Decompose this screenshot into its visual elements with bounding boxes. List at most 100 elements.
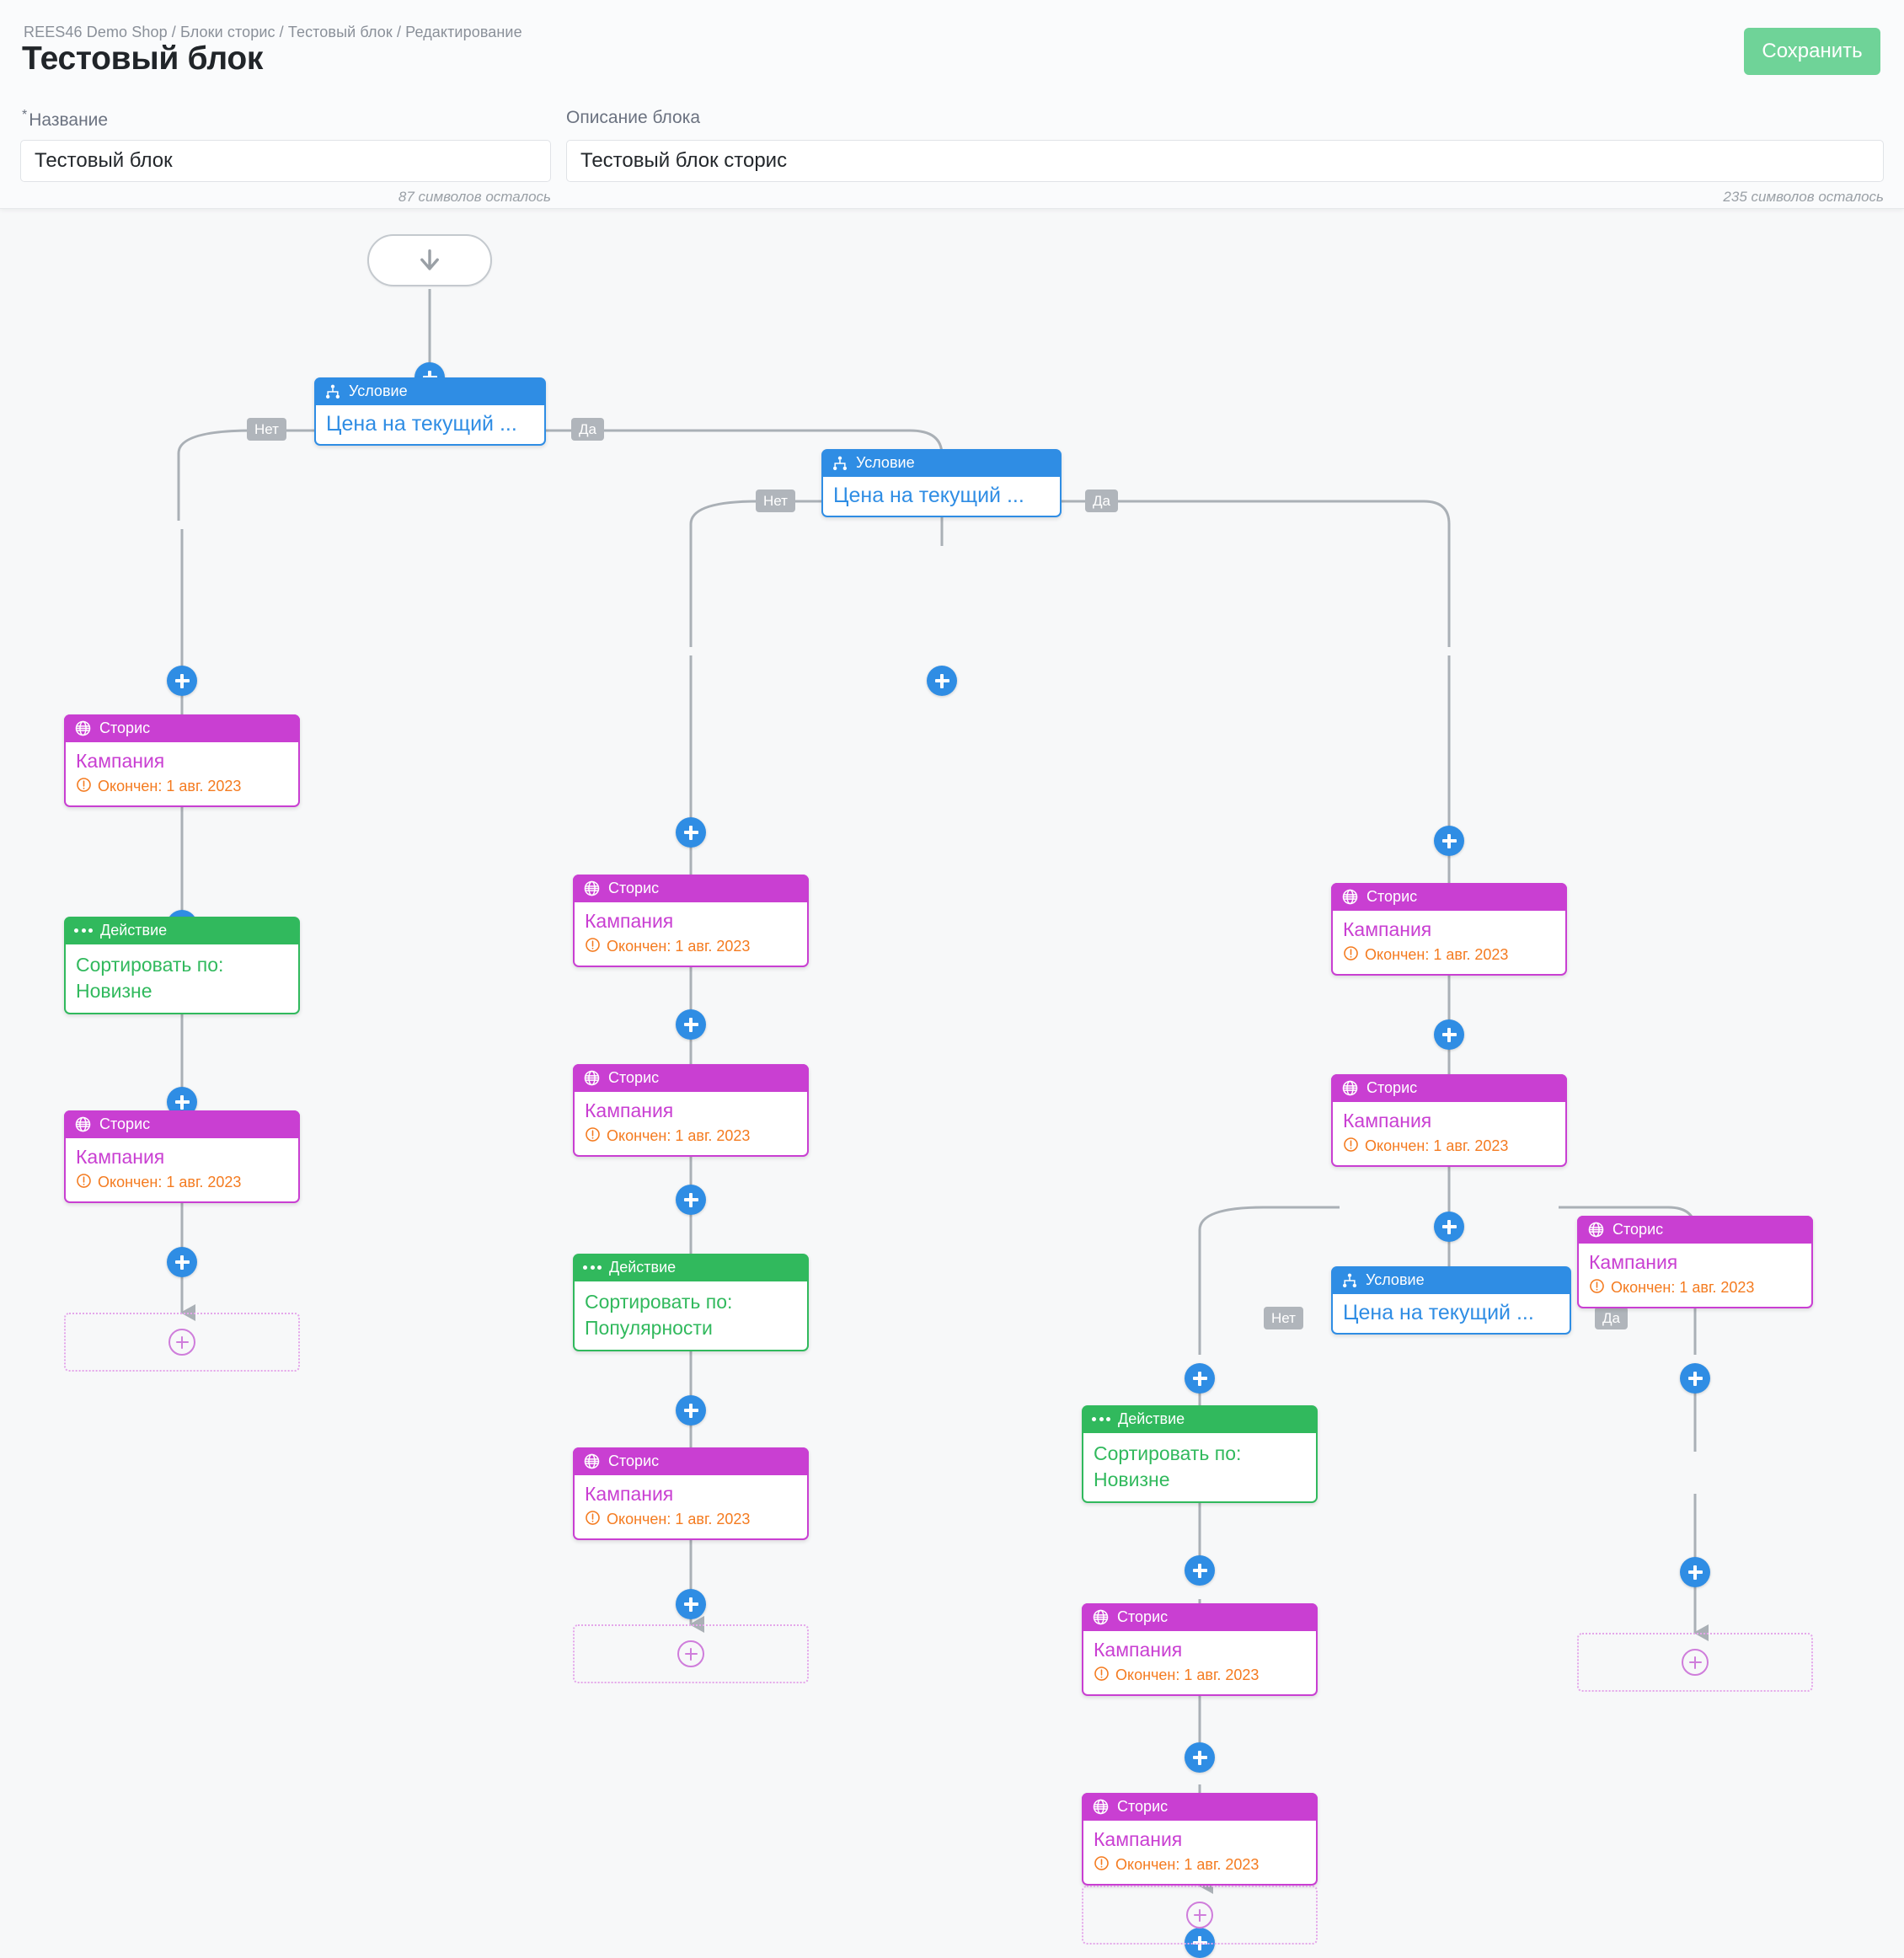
action-node-header-label: Действие — [100, 922, 168, 939]
alert-circle-icon — [585, 1510, 601, 1531]
action-node-left-1[interactable]: Действие Сортировать по: Новизне — [64, 917, 300, 1015]
action-node-mid-1[interactable]: Действие Сортировать по: Популярности — [573, 1254, 809, 1352]
condition-node-header-label: Условие — [856, 454, 915, 471]
arrow-down-icon — [415, 246, 444, 275]
globe-icon — [1092, 1608, 1110, 1626]
action-node-header: Действие — [64, 917, 300, 944]
add-node-button-rb-2[interactable] — [1185, 1555, 1215, 1586]
add-node-button-mid-3[interactable] — [676, 1185, 706, 1215]
condition-node-header-label: Условие — [349, 383, 408, 399]
globe-icon — [74, 1115, 92, 1133]
description-field-label: Описание блока — [566, 108, 701, 127]
story-node-body: Кампания Окончен: 1 авг. 2023 — [1333, 911, 1565, 975]
action-node-right-1[interactable]: Действие Сортировать по: Новизне — [1082, 1405, 1318, 1504]
story-node-body: Кампания Окончен: 1 авг. 2023 — [575, 1092, 807, 1156]
story-node-status: Окончен: 1 авг. 2023 — [1094, 1855, 1306, 1876]
description-input[interactable] — [566, 140, 1884, 182]
add-node-placeholder-mid[interactable] — [573, 1624, 809, 1683]
alert-circle-icon — [1343, 945, 1359, 966]
story-node-status-text: Окончен: 1 авг. 2023 — [98, 778, 242, 795]
story-node-header-label: Сторис — [608, 880, 660, 896]
add-node-button-right-3[interactable] — [1434, 1212, 1464, 1242]
story-node-mid-2[interactable]: Сторис Кампания Окончен: 1 авг. 2023 — [573, 1064, 809, 1158]
story-node-body: Кампания Окончен: 1 авг. 2023 — [1083, 1821, 1316, 1885]
save-button[interactable]: Сохранить — [1744, 28, 1880, 75]
add-node-button-rb-3[interactable] — [1185, 1742, 1215, 1773]
page-title: Тестовый блок — [22, 40, 264, 77]
condition-node-text: Цена на текущий ... — [833, 484, 1024, 507]
story-node-status-text: Окончен: 1 авг. 2023 — [98, 1174, 242, 1191]
add-node-button-mid-1[interactable] — [676, 817, 706, 848]
branch-label-yes-2: Да — [1085, 490, 1118, 512]
story-node-body: Кампания Окончен: 1 авг. 2023 — [1083, 1631, 1316, 1695]
story-node-status: Окончен: 1 авг. 2023 — [585, 1126, 797, 1148]
add-node-button-right-1[interactable] — [1434, 826, 1464, 856]
add-node-placeholder-rightmost[interactable] — [1577, 1633, 1813, 1692]
story-node-status-text: Окончен: 1 авг. 2023 — [1365, 1137, 1509, 1155]
add-node-placeholder-left[interactable] — [64, 1313, 300, 1372]
add-node-button-mid-4[interactable] — [676, 1395, 706, 1426]
story-node-header-label: Сторис — [1366, 888, 1418, 905]
story-node-status-text: Окончен: 1 авг. 2023 — [1365, 946, 1509, 964]
breadcrumb[interactable]: REES46 Demo Shop / Блоки сторис / Тестов… — [24, 24, 522, 40]
condition-node-body: Цена на текущий ... — [823, 477, 1060, 516]
story-node-right-bottom-1[interactable]: Сторис Кампания Окончен: 1 авг. 2023 — [1082, 1603, 1318, 1697]
name-char-counter: 87 символов осталось — [398, 189, 551, 205]
add-node-button-cond2[interactable] — [927, 666, 957, 696]
add-node-button-right-2[interactable] — [1434, 1019, 1464, 1050]
story-node-header: Сторис — [573, 1064, 809, 1092]
story-node-header: Сторис — [64, 714, 300, 742]
condition-node-1[interactable]: Условие Цена на текущий ... — [314, 377, 546, 446]
condition-node-3[interactable]: Условие Цена на текущий ... — [1331, 1266, 1571, 1335]
story-node-rightmost-1[interactable]: Сторис Кампания Окончен: 1 авг. 2023 — [1577, 1216, 1813, 1309]
story-node-header-label: Сторис — [99, 720, 151, 736]
add-node-button-rb-1[interactable] — [1185, 1363, 1215, 1394]
alert-circle-icon — [76, 1173, 92, 1194]
ellipsis-icon — [74, 928, 93, 933]
story-node-header-label: Сторис — [1117, 1798, 1169, 1815]
story-node-status: Окончен: 1 авг. 2023 — [1094, 1666, 1306, 1687]
flow-canvas[interactable]: Условие Цена на текущий ... Нет Да Стори… — [0, 209, 1904, 1958]
add-node-button-rr-2[interactable] — [1680, 1557, 1710, 1587]
globe-icon — [1092, 1798, 1110, 1816]
story-node-header: Сторис — [64, 1110, 300, 1138]
story-node-header: Сторис — [1082, 1603, 1318, 1631]
add-node-button-mid-5[interactable] — [676, 1589, 706, 1619]
globe-icon — [1341, 1079, 1359, 1097]
action-node-body: Сортировать по: Популярности — [575, 1281, 807, 1351]
story-node-mid-3[interactable]: Сторис Кампания Окончен: 1 авг. 2023 — [573, 1447, 809, 1541]
story-node-body: Кампания Окончен: 1 авг. 2023 — [575, 902, 807, 966]
condition-node-2[interactable]: Условие Цена на текущий ... — [821, 449, 1062, 517]
add-node-button-left-1[interactable] — [167, 666, 197, 696]
story-node-right-1[interactable]: Сторис Кампания Окончен: 1 авг. 2023 — [1331, 883, 1567, 976]
story-node-left-2[interactable]: Сторис Кампания Окончен: 1 авг. 2023 — [64, 1110, 300, 1204]
condition-node-text: Цена на текущий ... — [1343, 1301, 1534, 1324]
story-node-status: Окончен: 1 авг. 2023 — [585, 937, 797, 958]
action-node-body: Сортировать по: Новизне — [1083, 1433, 1316, 1502]
story-node-header: Сторис — [1082, 1793, 1318, 1821]
condition-node-body: Цена на текущий ... — [1333, 1294, 1570, 1333]
globe-icon — [583, 1452, 601, 1470]
story-node-right-2[interactable]: Сторис Кампания Окончен: 1 авг. 2023 — [1331, 1074, 1567, 1168]
story-node-mid-1[interactable]: Сторис Кампания Окончен: 1 авг. 2023 — [573, 875, 809, 968]
add-node-button-left-4[interactable] — [167, 1247, 197, 1277]
start-node[interactable] — [367, 234, 492, 286]
plus-circle-icon — [168, 1329, 195, 1356]
action-node-header-label: Действие — [1118, 1410, 1185, 1427]
branch-label-no-2: Нет — [756, 490, 795, 512]
alert-circle-icon — [585, 937, 601, 958]
story-node-right-bottom-2[interactable]: Сторис Кампания Окончен: 1 авг. 2023 — [1082, 1793, 1318, 1886]
story-node-header: Сторис — [1577, 1216, 1813, 1244]
sitemap-icon — [324, 383, 341, 400]
story-node-status-text: Окончен: 1 авг. 2023 — [1115, 1856, 1260, 1874]
add-node-button-mid-2[interactable] — [676, 1009, 706, 1040]
action-node-line1: Сортировать по: — [76, 954, 224, 976]
branch-label-yes-1: Да — [571, 418, 604, 441]
add-node-button-rr-1[interactable] — [1680, 1363, 1710, 1394]
name-input[interactable] — [20, 140, 551, 182]
plus-circle-icon — [677, 1640, 704, 1667]
story-node-body: Кампания Окончен: 1 авг. 2023 — [1333, 1102, 1565, 1166]
add-node-placeholder-right-bottom[interactable] — [1082, 1886, 1318, 1945]
story-node-left-1[interactable]: Сторис Кампания Окончен: 1 авг. 2023 — [64, 714, 300, 808]
story-node-header-label: Сторис — [608, 1069, 660, 1086]
